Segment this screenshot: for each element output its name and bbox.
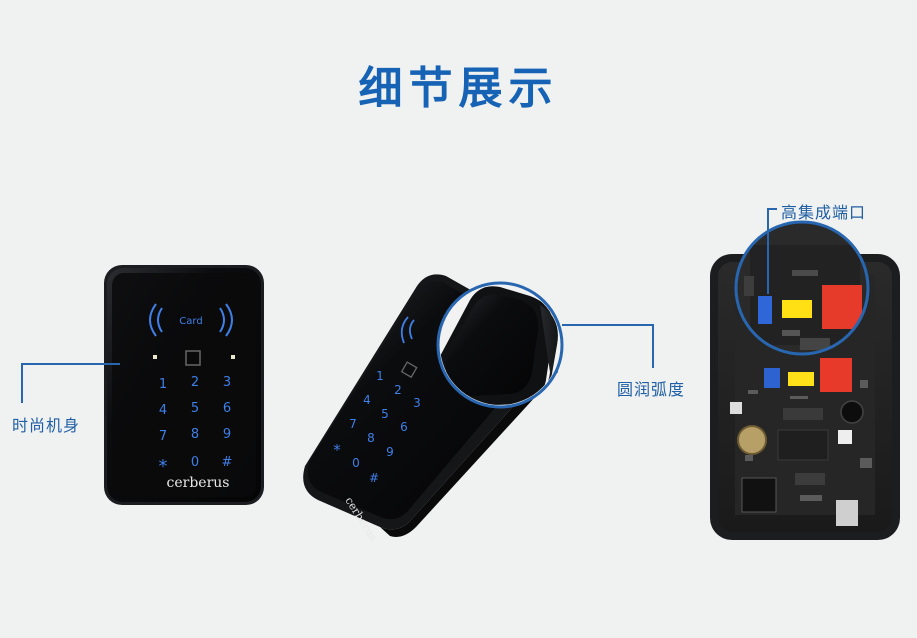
key-2: 2 [394,383,402,397]
front-keypad: 1 2 3 4 5 6 7 8 9 * 0 # [159,375,233,477]
curve-callout-line [562,324,654,368]
reader-window [185,350,201,366]
key-8: 8 [367,431,375,445]
key-8: 8 [191,427,199,442]
card-label: Card [179,316,202,327]
key-1: 1 [376,369,384,383]
page-title: 细节展示 [358,63,559,114]
brand-logo: cerberus [167,475,230,491]
key-hash: # [222,455,233,470]
key-7: 7 [349,417,357,431]
key-2: 2 [191,375,199,390]
key-3: 3 [223,375,231,390]
key-star: * [159,456,168,477]
key-hash: # [369,471,379,485]
nfc-waves-icon [400,316,415,344]
key-4: 4 [159,403,167,418]
key-9: 9 [223,427,231,442]
key-3: 3 [413,396,421,410]
key-4: 4 [363,393,371,407]
key-5: 5 [381,407,389,421]
curve-zoom-circle [436,281,564,409]
key-star: * [333,441,341,459]
key-7: 7 [159,429,167,444]
key-9: 9 [386,445,394,459]
ports-callout-line [767,208,777,294]
key-1: 1 [159,377,167,392]
angled-keypad: 1 2 3 4 5 6 7 8 9 * 0 # [333,369,421,485]
callout-ports-label: 高集成端口 [781,203,867,222]
key-5: 5 [191,401,199,416]
nfc-waves-icon [149,303,233,337]
key-6: 6 [223,401,231,416]
callout-curve-label: 圆润弧度 [617,380,686,399]
callout-body-label: 时尚机身 [12,416,81,435]
ports-zoom-circle [734,220,870,356]
front-device: Card 1 2 3 4 5 6 7 8 9 * 0 # cerberus [104,265,264,505]
key-0: 0 [191,455,199,470]
key-6: 6 [400,420,408,434]
key-0: 0 [352,456,360,470]
body-callout-line [21,363,120,403]
